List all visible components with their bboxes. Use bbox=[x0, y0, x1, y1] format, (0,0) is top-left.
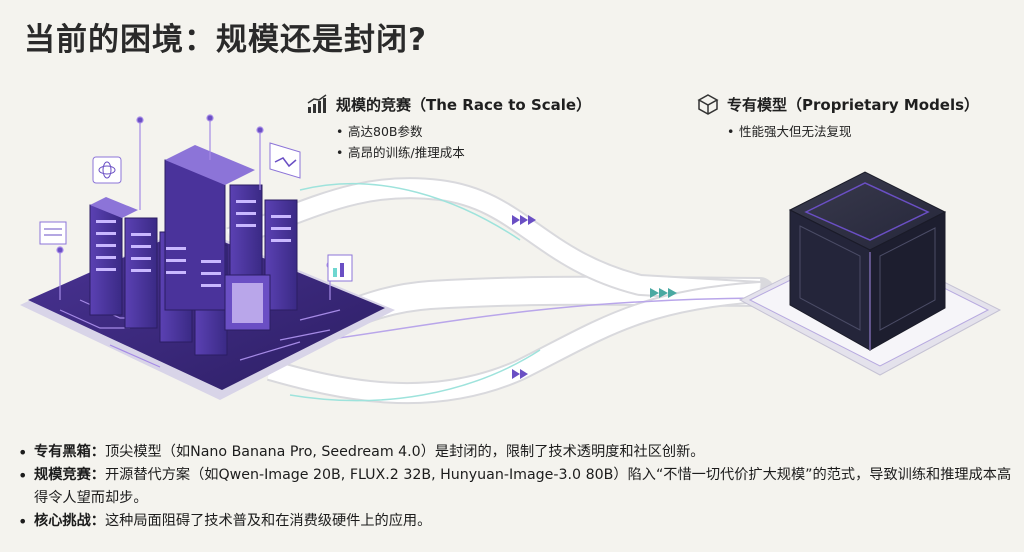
key-points-list: 专有黑箱：顶尖模型（如Nano Banana Pro, Seedream 4.0… bbox=[16, 441, 1016, 533]
point-core-challenge: 核心挑战：这种局面阻碍了技术普及和在消费级硬件上的应用。 bbox=[16, 510, 1016, 533]
proprietary-models-bullets: 性能强大但无法复现 bbox=[697, 121, 979, 142]
point-text: 顶尖模型（如Nano Banana Pro, Seedream 4.0）是封闭的… bbox=[104, 444, 705, 460]
bars-panel-icon bbox=[327, 254, 353, 282]
list-item: 性能强大但无法复现 bbox=[727, 121, 979, 142]
list-item: 高达80B参数 bbox=[336, 121, 591, 142]
point-term: 核心挑战： bbox=[34, 513, 105, 529]
point-proprietary-black-box: 专有黑箱：顶尖模型（如Nano Banana Pro, Seedream 4.0… bbox=[16, 441, 1016, 464]
proprietary-black-box bbox=[738, 171, 1002, 376]
point-text: 这种局面阻碍了技术普及和在消费级硬件上的应用。 bbox=[104, 513, 432, 529]
growth-chart-icon bbox=[307, 94, 327, 113]
point-term: 专有黑箱： bbox=[34, 444, 105, 460]
chart-panel-icon bbox=[269, 142, 301, 179]
proprietary-models-callout: 专有模型（Proprietary Models） 性能强大但无法复现 bbox=[697, 93, 979, 142]
race-to-scale-bullets: 高达80B参数 高昂的训练/推理成本 bbox=[306, 121, 591, 163]
page-title: 当前的困境：规模还是封闭? bbox=[24, 22, 427, 58]
point-scale-race: 规模竞赛：开源替代方案（如Qwen-Image 20B, FLUX.2 32B,… bbox=[16, 464, 1016, 510]
race-to-scale-callout: 规模的竞赛（The Race to Scale） 高达80B参数 高昂的训练/推… bbox=[306, 93, 591, 163]
point-text: 开源替代方案（如Qwen-Image 20B, FLUX.2 32B, Huny… bbox=[34, 467, 1012, 506]
server-cluster bbox=[20, 114, 395, 400]
cube-icon bbox=[697, 94, 719, 115]
race-to-scale-title: 规模的竞赛（The Race to Scale） bbox=[336, 95, 592, 114]
document-panel-icon bbox=[39, 221, 67, 245]
atom-icon bbox=[92, 156, 122, 184]
list-item: 高昂的训练/推理成本 bbox=[336, 142, 591, 163]
proprietary-models-title: 专有模型（Proprietary Models） bbox=[727, 95, 980, 114]
point-term: 规模竞赛： bbox=[34, 467, 105, 483]
